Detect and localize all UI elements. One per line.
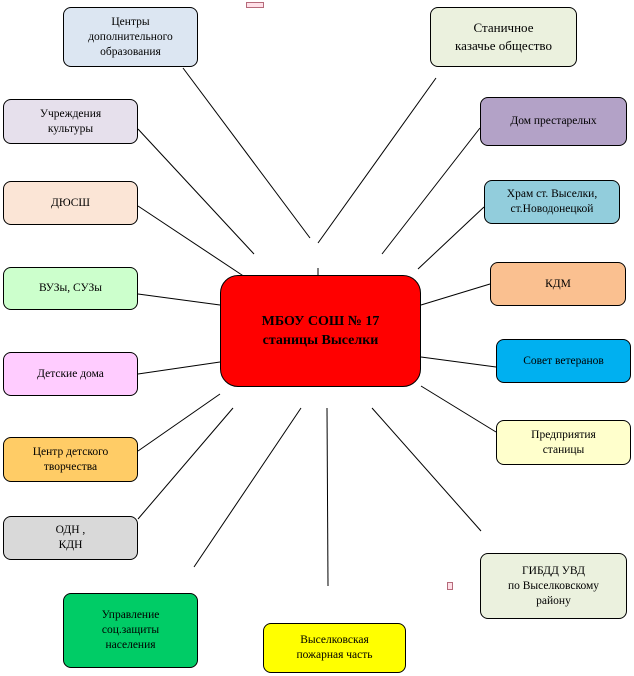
connector-uchrezhdeniya-kultury [137,128,255,255]
node-vyselkovskaya-pozharnaya-chast: Выселковская пожарная часть [263,623,406,673]
connector-vuzy-suzy [137,293,221,306]
node-uchrezhdeniya-kultury: Учреждения культуры [3,99,138,144]
node-sovet-veteranov: Совет ветеранов [496,339,631,383]
connector-centers-additional-education [182,67,311,239]
node-gibdd-uvd: ГИБДД УВД по Выселковскому району [480,553,627,619]
connector-dyussh [137,205,255,284]
connector-khram [417,206,485,270]
connector-detskie-doma [137,361,221,375]
node-predpriyatiya-stanitsy: Предприятия станицы [496,420,631,465]
center-node: МБОУ СОШ № 17 станицы Выселки [220,275,421,387]
connector-sovet-veteranov [420,356,497,368]
connector-upravlenie-sotszashchity [193,407,302,568]
node-kdm: КДМ [490,262,626,306]
connector-dom-prestarelykh [381,127,481,255]
connector-kdm [420,283,491,306]
node-dom-prestarelykh: Дом престарелых [480,97,627,146]
node-centers-additional-education: Центры дополнительного образования [63,7,198,67]
connector-odn-kdn [137,407,234,520]
node-upravlenie-sotszashchity: Управление соц.защиты населения [63,593,198,668]
node-odn-kdn: ОДН , КДН [3,516,138,560]
decorative-marker-right [447,582,453,590]
decorative-marker-top [246,2,264,8]
node-vuzy-suzy: ВУЗы, СУЗы [3,267,138,310]
connector-predpriyatiya-stanitsy [420,385,497,433]
node-detskie-doma: Детские дома [3,352,138,396]
connector-stanichnoe-kazache-obshchestvo [317,77,437,244]
connector-tsentr-detskogo-tvorchestva [137,393,221,452]
node-khram: Храм ст. Выселки, ст.Новодонецкой [484,180,620,224]
node-tsentr-detskogo-tvorchestva: Центр детского творчества [3,437,138,482]
connector-gibdd-uvd [371,407,482,532]
connector-vyselkovskaya-pozharnaya-chast [326,407,329,587]
node-stanichnoe-kazache-obshchestvo: Станичное казачье общество [430,7,577,67]
node-dyussh: ДЮСШ [3,181,138,225]
